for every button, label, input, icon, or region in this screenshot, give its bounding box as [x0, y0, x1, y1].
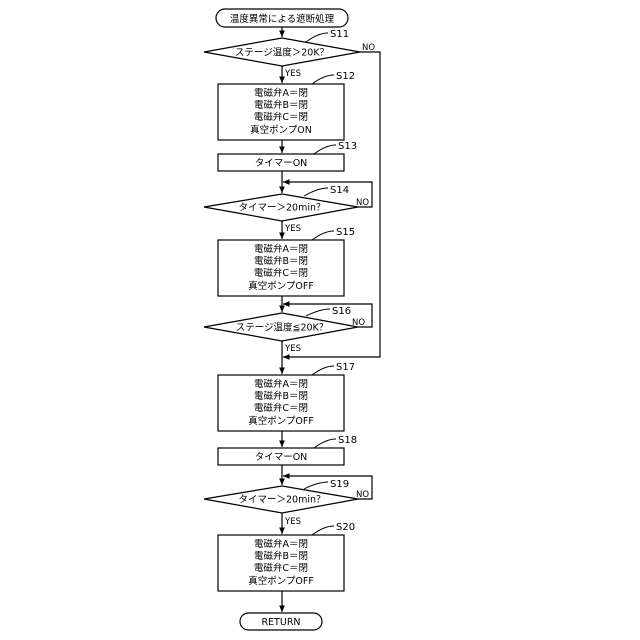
step-id-s15: S15	[312, 227, 355, 240]
process-s20-line-2: 電磁弁B＝閉	[254, 550, 308, 562]
s16-yes-label: YES	[284, 344, 301, 354]
process-s12-line-3: 電磁弁C＝閉	[254, 111, 308, 123]
step-id-s15-label: S15	[336, 227, 355, 238]
step-id-s17-label: S17	[336, 362, 355, 373]
process-s15-line-1: 電磁弁A＝閉	[254, 243, 308, 255]
s19-no-label: NO	[356, 490, 369, 500]
step-id-s19-label: S19	[330, 479, 349, 490]
step-id-s14-label: S14	[330, 185, 349, 196]
process-s17-line-2: 電磁弁B＝閉	[254, 390, 308, 402]
process-s20-line-4: 真空ポンプOFF	[248, 575, 314, 587]
process-s12: 電磁弁A＝閉 電磁弁B＝閉 電磁弁C＝閉 真空ポンプON	[218, 84, 344, 140]
process-s17-line-4: 真空ポンプOFF	[248, 415, 314, 427]
process-s15: 電磁弁A＝閉 電磁弁B＝閉 電磁弁C＝閉 真空ポンプOFF	[218, 240, 344, 296]
step-id-s16: S16	[306, 306, 351, 317]
decision-s19: タイマー＞20min？	[204, 486, 358, 513]
decision-s16: ステージ温度≦20K？	[204, 313, 358, 341]
decision-s11-text: ステージ温度＞20K？	[235, 47, 329, 59]
process-s20-line-3: 電磁弁C＝閉	[254, 562, 308, 574]
process-s18-text: タイマーON	[255, 452, 308, 463]
end-label: RETURN	[261, 617, 300, 628]
process-s17-line-3: 電磁弁C＝閉	[254, 402, 308, 414]
decision-s11: ステージ温度＞20K？	[204, 38, 360, 66]
decision-s14-text: タイマー＞20min？	[238, 203, 325, 214]
s11-yes-label: YES	[284, 69, 301, 79]
decision-s14: タイマー＞20min？	[204, 194, 358, 221]
process-s15-line-4: 真空ポンプOFF	[248, 280, 314, 292]
s14-yes-label: YES	[284, 224, 301, 234]
step-id-s13: S13	[314, 141, 357, 154]
step-id-s12: S12	[312, 71, 355, 84]
process-s15-line-3: 電磁弁C＝閉	[254, 267, 308, 279]
process-s20-line-1: 電磁弁A＝閉	[254, 538, 308, 550]
start-label: 温度異常による遮断処理	[230, 13, 335, 25]
step-id-s19: S19	[304, 479, 349, 490]
s19-yes-label: YES	[284, 517, 301, 527]
start-terminal: 温度異常による遮断処理	[216, 9, 348, 27]
process-s12-line-4: 真空ポンプON	[250, 124, 312, 136]
process-s15-line-2: 電磁弁B＝閉	[254, 255, 308, 267]
process-s13-text: タイマーON	[255, 158, 308, 169]
decision-s16-text: ステージ温度≦20K？	[236, 322, 329, 334]
step-id-s14: S14	[304, 185, 349, 196]
step-id-s18-label: S18	[338, 435, 357, 446]
process-s12-line-2: 電磁弁B＝閉	[254, 99, 308, 111]
step-id-s17: S17	[312, 362, 355, 375]
step-id-s12-label: S12	[336, 71, 355, 82]
process-s18: タイマーON	[218, 448, 344, 465]
s11-no-label: NO	[362, 43, 375, 53]
decision-s19-text: タイマー＞20min？	[238, 495, 325, 506]
step-id-s20-label: S20	[336, 522, 355, 533]
process-s20: 電磁弁A＝閉 電磁弁B＝閉 電磁弁C＝閉 真空ポンプOFF	[218, 535, 344, 591]
process-s12-line-1: 電磁弁A＝閉	[254, 87, 308, 99]
end-terminal: RETURN	[240, 613, 322, 630]
step-id-s13-label: S13	[338, 141, 357, 152]
step-id-s11-label: S11	[330, 29, 349, 40]
step-id-s16-label: S16	[332, 306, 351, 317]
step-id-s20: S20	[312, 522, 355, 535]
step-id-s18: S18	[314, 435, 357, 448]
process-s17: 電磁弁A＝閉 電磁弁B＝閉 電磁弁C＝閉 真空ポンプOFF	[218, 375, 344, 431]
process-s13: タイマーON	[218, 154, 344, 171]
process-s17-line-1: 電磁弁A＝閉	[254, 378, 308, 390]
s16-no-label: NO	[352, 318, 365, 328]
s14-no-label: NO	[356, 198, 369, 208]
step-id-s11: S11	[306, 29, 349, 42]
